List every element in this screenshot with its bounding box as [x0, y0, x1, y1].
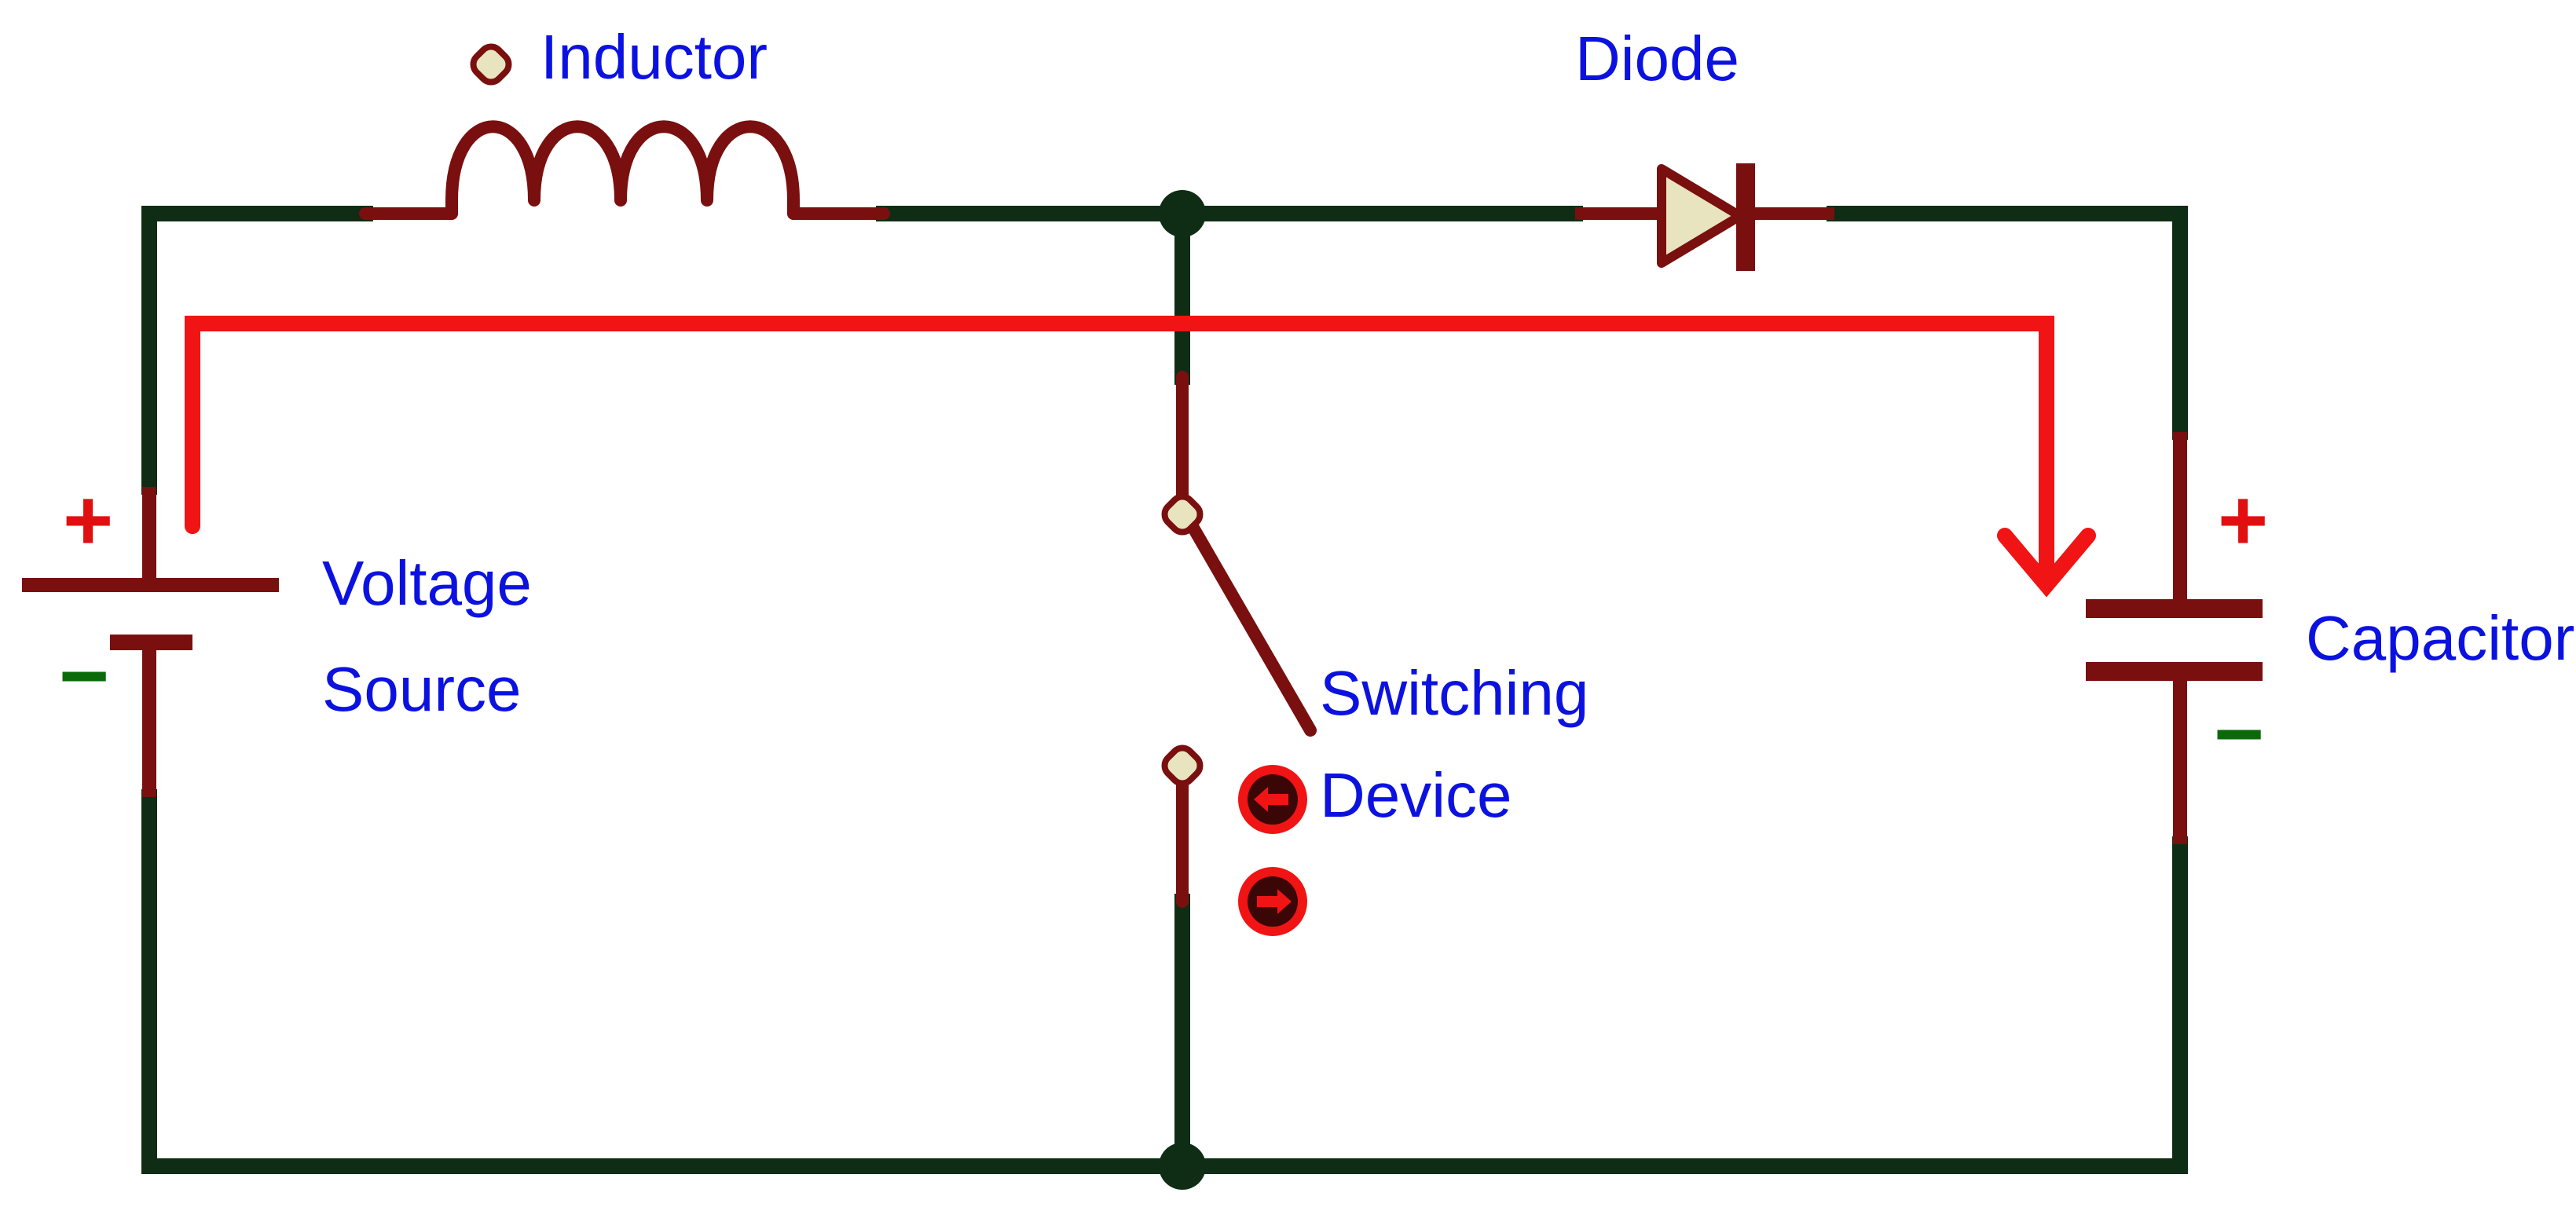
voltage-source-minus-sign: −	[59, 627, 109, 724]
switching-device-label-line2: Device	[1320, 760, 1512, 830]
switch-right-arrow-icon[interactable]	[1238, 867, 1307, 936]
switch-left-arrow-icon[interactable]	[1238, 765, 1307, 834]
capacitor	[2086, 432, 2263, 844]
capacitor-minus-sign: −	[2214, 686, 2264, 782]
voltage-source	[22, 487, 279, 797]
switch-blade	[1182, 512, 1317, 737]
voltage-source-label-line2: Source	[322, 654, 521, 724]
voltage-source-label-line1: Voltage	[322, 548, 532, 618]
voltage-source-plus-sign: +	[63, 472, 113, 569]
diode-label: Diode	[1575, 24, 1739, 93]
junction-top	[1159, 190, 1206, 237]
switch-top-contact-icon	[1161, 493, 1204, 536]
switch-bottom-contact-icon	[1161, 744, 1204, 787]
inductor	[359, 120, 890, 220]
diode	[1575, 163, 1834, 271]
switching-device-label-line1: Switching	[1320, 658, 1588, 728]
diode-triangle-icon	[1657, 164, 1745, 268]
switching-device	[1176, 371, 1317, 908]
current-flow-path	[185, 316, 2096, 598]
inductor-terminal-icon	[470, 43, 512, 86]
inductor-label: Inductor	[540, 22, 768, 92]
capacitor-label: Capacitor	[2306, 603, 2574, 673]
junction-bottom	[1159, 1143, 1206, 1190]
current-flow-arrowhead-icon	[1997, 528, 2096, 598]
capacitor-plus-sign: +	[2218, 472, 2268, 569]
